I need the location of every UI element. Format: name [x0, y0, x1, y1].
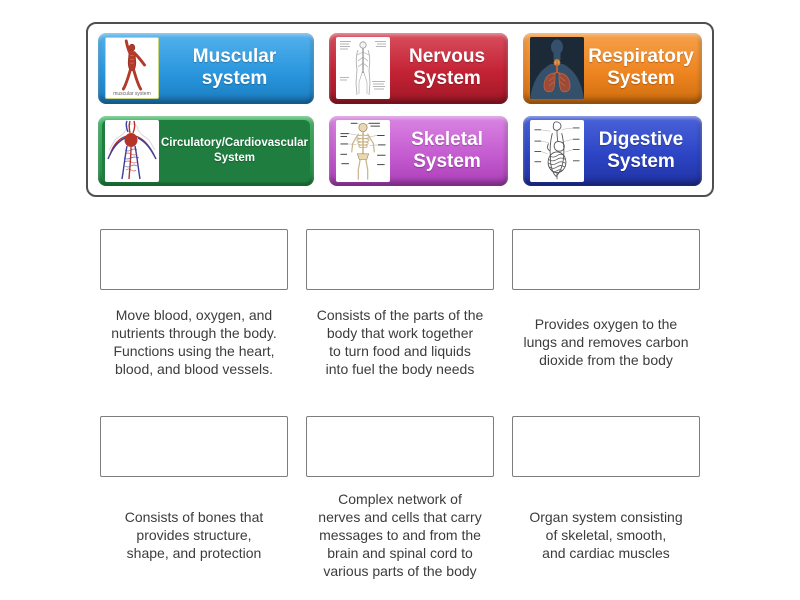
description-6: Organ system consisting of skeletal, smo… [529, 509, 683, 561]
tile-digestive-system[interactable]: Digestive System [523, 115, 702, 186]
circulatory-figure-icon [107, 120, 157, 179]
muscular-figure-icon [121, 39, 146, 91]
tile-skeletal-label: Skeletal System [411, 128, 483, 172]
tile-digestive-inner: Digestive System [527, 119, 698, 183]
drop-zone-4[interactable] [100, 416, 288, 477]
circulatory-system-image [105, 119, 159, 182]
drop-zone-2[interactable] [306, 229, 494, 290]
tile-circulatory-inner: Circulatory/Cardiovascular System [102, 119, 311, 182]
tile-nervous-inner: Nervous System [333, 37, 504, 100]
tile-muscular-label: Muscular system [192, 46, 277, 90]
drop-zone-6[interactable] [512, 416, 700, 477]
respiratory-system-image [530, 37, 584, 100]
digestive-figure-icon [534, 121, 580, 179]
skeletal-system-image [336, 119, 391, 182]
tile-respiratory-system[interactable]: Respiratory System [523, 33, 702, 104]
tile-nervous-system[interactable]: Nervous System [329, 33, 508, 104]
tile-respiratory-label: Respiratory System [588, 46, 694, 90]
drop-zone-5[interactable] [306, 416, 494, 477]
word-bank-panel: muscular system Muscular system [86, 22, 714, 197]
description-4: Consists of bones that provides structur… [124, 509, 264, 561]
description-1: Move blood, oxygen, and nutrients throug… [111, 307, 277, 377]
match-row-2: Consists of bones that provides structur… [100, 416, 700, 593]
match-cell-5: Complex network of nerves and cells that… [306, 416, 494, 593]
match-row-1: Move blood, oxygen, and nutrients throug… [100, 229, 700, 394]
match-cell-6: Organ system consisting of skeletal, smo… [512, 416, 700, 593]
tile-muscular-system[interactable]: muscular system Muscular system [98, 33, 315, 104]
tile-skeletal-inner: Skeletal System [333, 119, 504, 183]
digestive-system-image [530, 119, 584, 182]
match-cell-1: Move blood, oxygen, and nutrients throug… [100, 229, 288, 394]
tile-skeletal-system[interactable]: Skeletal System [329, 115, 508, 186]
tile-circulatory-system[interactable]: Circulatory/Cardiovascular System [98, 115, 315, 186]
tile-digestive-label: Digestive System [598, 128, 684, 172]
drop-zone-3[interactable] [512, 229, 700, 290]
match-cell-2: Consists of the parts of the body that w… [306, 229, 494, 394]
description-2: Consists of the parts of the body that w… [316, 307, 484, 377]
muscular-image-caption: muscular system [106, 91, 158, 99]
match-cell-3: Provides oxygen to the lungs and removes… [512, 229, 700, 394]
nervous-system-image [336, 37, 391, 100]
match-cell-4: Consists of bones that provides structur… [100, 416, 288, 593]
description-3: Provides oxygen to the lungs and removes… [523, 316, 689, 368]
respiratory-figure-icon [530, 37, 584, 100]
muscular-system-image: muscular system [105, 37, 159, 100]
tile-nervous-label: Nervous System [408, 46, 486, 90]
skeletal-figure-icon [340, 122, 386, 180]
tile-muscular-inner: muscular system Muscular system [102, 37, 310, 100]
nervous-figure-icon [340, 41, 387, 96]
drop-zone-1[interactable] [100, 229, 288, 290]
tile-respiratory-inner: Respiratory System [527, 37, 698, 100]
description-5: Complex network of nerves and cells that… [318, 491, 482, 579]
tile-circulatory-label: Circulatory/Cardiovascular System [161, 137, 309, 164]
